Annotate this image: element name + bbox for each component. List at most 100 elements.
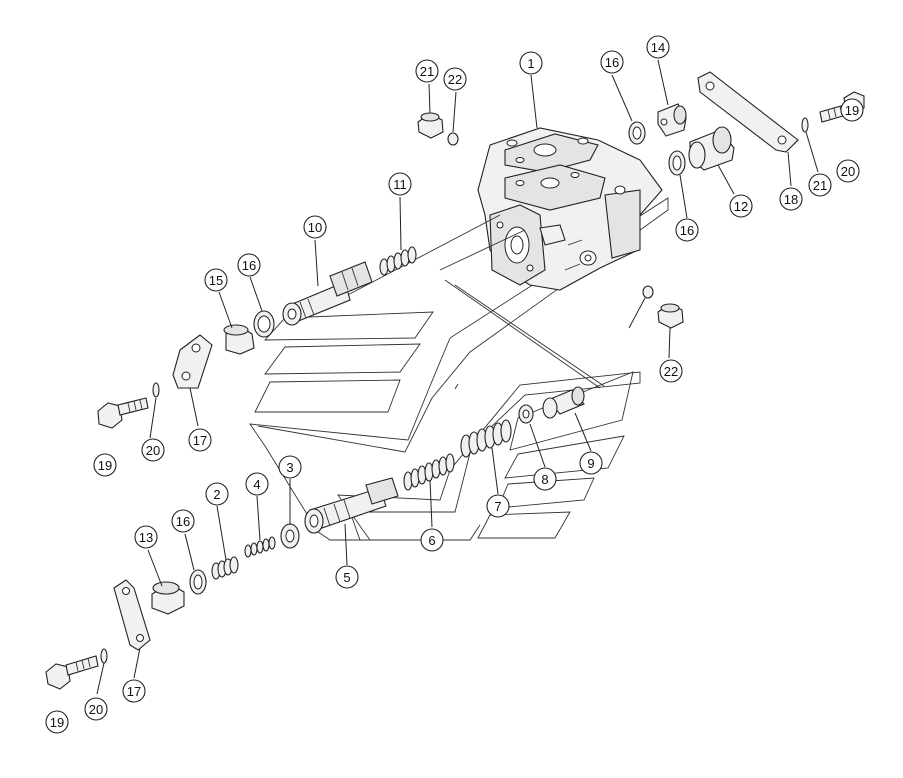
callout-number: 16 bbox=[176, 514, 190, 529]
callout-number: 16 bbox=[680, 223, 694, 238]
callout-number: 9 bbox=[587, 456, 594, 471]
callout-circle bbox=[415, 59, 439, 83]
callout-circle bbox=[533, 467, 557, 491]
callout-4: 4 bbox=[245, 472, 269, 496]
callout-circle bbox=[659, 359, 683, 383]
spool-5 bbox=[304, 477, 399, 534]
callout-circle bbox=[303, 215, 327, 239]
bolt-19-lower bbox=[45, 655, 99, 690]
callout-20: 20 bbox=[84, 697, 108, 721]
callout-number: 8 bbox=[541, 472, 548, 487]
callout-number: 13 bbox=[139, 530, 153, 545]
callout-16: 16 bbox=[237, 253, 261, 277]
callout-circle bbox=[171, 509, 195, 533]
callout-5: 5 bbox=[335, 565, 359, 589]
callout-number: 17 bbox=[193, 433, 207, 448]
callout-circle bbox=[646, 35, 670, 59]
washer-20-right bbox=[801, 117, 809, 133]
spring-2 bbox=[211, 556, 239, 580]
callout-11: 11 bbox=[388, 172, 412, 196]
callout-1: 1 bbox=[519, 51, 543, 75]
plug-21-top bbox=[417, 112, 444, 139]
upper-spool-group bbox=[97, 214, 526, 429]
callout-number: 11 bbox=[393, 177, 407, 192]
spring-7 bbox=[460, 419, 512, 458]
spring-4 bbox=[244, 536, 276, 558]
callout-labels: 1234567891011121314151616161617171819191… bbox=[45, 35, 864, 734]
callout-circle bbox=[205, 482, 229, 506]
callout-circle bbox=[836, 159, 860, 183]
callout-circle bbox=[134, 525, 158, 549]
callout-19: 19 bbox=[45, 710, 69, 734]
callout-19: 19 bbox=[840, 98, 864, 122]
callout-circle bbox=[204, 268, 228, 292]
callout-circle bbox=[245, 472, 269, 496]
callout-circle bbox=[675, 218, 699, 242]
callout-number: 2 bbox=[213, 487, 220, 502]
leader-lines bbox=[96, 59, 819, 695]
callout-number: 21 bbox=[420, 64, 434, 79]
spool-10 bbox=[282, 261, 373, 326]
callout-number: 20 bbox=[841, 164, 855, 179]
callout-number: 15 bbox=[209, 273, 223, 288]
callout-circle bbox=[93, 453, 117, 477]
spring-6 bbox=[403, 453, 455, 491]
callout-circle bbox=[278, 455, 302, 479]
callout-2: 2 bbox=[205, 482, 229, 506]
callout-21: 21 bbox=[808, 173, 832, 197]
callout-number: 21 bbox=[813, 178, 827, 193]
callout-number: 17 bbox=[127, 684, 141, 699]
callout-number: 7 bbox=[494, 499, 501, 514]
callout-number: 19 bbox=[98, 458, 112, 473]
callout-8: 8 bbox=[533, 467, 557, 491]
callout-circle bbox=[141, 438, 165, 462]
callout-number: 5 bbox=[343, 570, 350, 585]
callout-10: 10 bbox=[303, 215, 327, 239]
callout-number: 16 bbox=[605, 55, 619, 70]
callout-circle bbox=[188, 428, 212, 452]
callout-circle bbox=[519, 51, 543, 75]
callout-21: 21 bbox=[415, 59, 439, 83]
callout-9: 9 bbox=[579, 451, 603, 475]
plug-21-mid bbox=[657, 303, 684, 329]
callout-number: 20 bbox=[89, 702, 103, 717]
callout-number: 6 bbox=[428, 533, 435, 548]
callout-number: 12 bbox=[734, 199, 748, 214]
callout-number: 22 bbox=[448, 72, 462, 87]
callout-22: 22 bbox=[443, 67, 467, 91]
washer-20-lower bbox=[100, 648, 108, 664]
callout-18: 18 bbox=[779, 187, 803, 211]
callout-3: 3 bbox=[278, 455, 302, 479]
callout-circle bbox=[443, 67, 467, 91]
plate-17-lower bbox=[113, 579, 151, 651]
callout-20: 20 bbox=[141, 438, 165, 462]
callout-number: 19 bbox=[845, 103, 859, 118]
lower-spool-group bbox=[151, 386, 585, 615]
callout-20: 20 bbox=[836, 159, 860, 183]
callout-number: 10 bbox=[308, 220, 322, 235]
callout-circle bbox=[420, 528, 444, 552]
spring-11 bbox=[379, 246, 417, 276]
lower-plate-group bbox=[45, 579, 151, 690]
callout-circle bbox=[237, 253, 261, 277]
callout-16: 16 bbox=[600, 50, 624, 74]
callout-number: 18 bbox=[784, 192, 798, 207]
callout-circle bbox=[600, 50, 624, 74]
callout-number: 20 bbox=[146, 443, 160, 458]
callout-number: 3 bbox=[286, 460, 293, 475]
callout-circle bbox=[388, 172, 412, 196]
callout-17: 17 bbox=[122, 679, 146, 703]
seal-22-mid bbox=[642, 285, 654, 299]
callout-22: 22 bbox=[659, 359, 683, 383]
plug-15 bbox=[223, 324, 255, 355]
plug-9 bbox=[542, 386, 585, 419]
callout-6: 6 bbox=[420, 528, 444, 552]
callout-circle bbox=[486, 494, 510, 518]
callout-19: 19 bbox=[93, 453, 117, 477]
callout-circle bbox=[808, 173, 832, 197]
callout-7: 7 bbox=[486, 494, 510, 518]
callout-circle bbox=[335, 565, 359, 589]
callout-16: 16 bbox=[171, 509, 195, 533]
plug-12 bbox=[688, 126, 735, 171]
